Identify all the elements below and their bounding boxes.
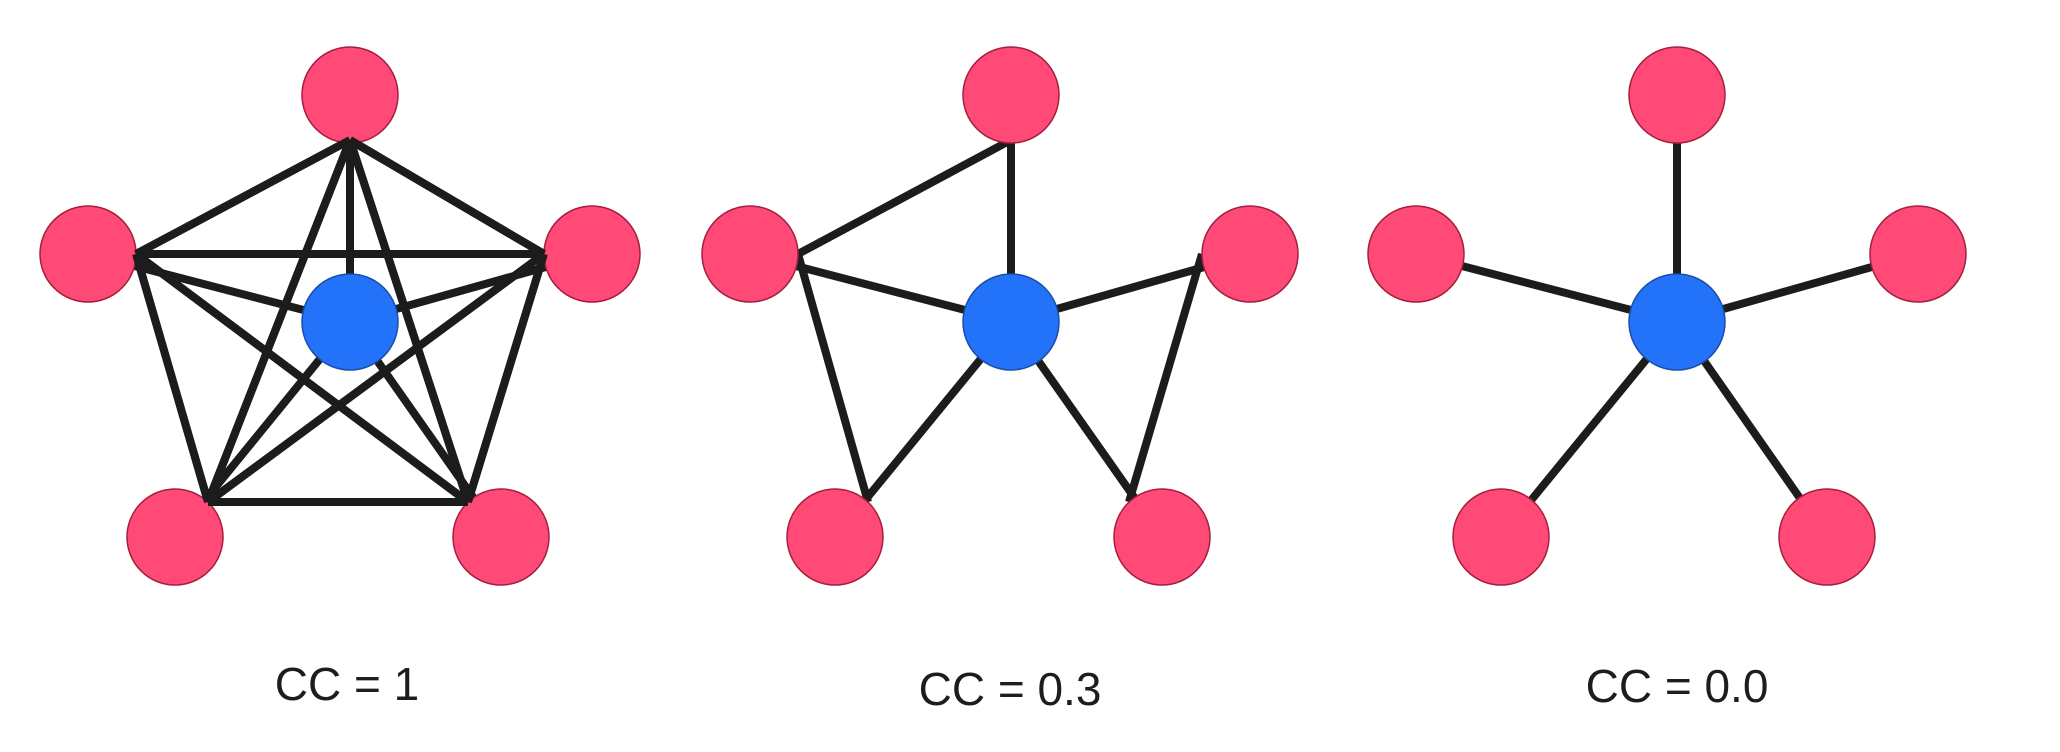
bottom-left-node	[1452, 488, 1550, 586]
panel-star-graph: CC = 0.0	[1367, 46, 1967, 712]
left-node	[39, 205, 137, 303]
edge-center-node-to-left-node	[1461, 262, 1632, 314]
left-node	[701, 205, 799, 303]
edge-right-node-to-bottom-right-node	[1125, 252, 1206, 504]
bottom-left-node	[126, 488, 224, 586]
panel-complete-graph: CC = 1	[39, 46, 641, 710]
center-node	[962, 273, 1060, 371]
bottom-left-node	[786, 488, 884, 586]
right-node	[1869, 205, 1967, 303]
caption-cc-0-0: CC = 0.0	[1586, 660, 1769, 712]
edge-center-node-to-bottom-right-node	[1701, 359, 1803, 500]
edge-center-node-to-bottom-left-node	[202, 356, 323, 503]
edge-right-node-to-bottom-right-node	[464, 252, 548, 504]
edge-top-node-to-bottom-left-node	[204, 138, 354, 504]
edge-center-node-to-bottom-right-node	[1035, 358, 1138, 501]
edge-center-node-to-left-node	[795, 262, 966, 314]
edge-left-node-to-bottom-left-node	[132, 252, 212, 504]
center-node	[1628, 273, 1726, 371]
top-node	[962, 46, 1060, 144]
edge-center-node-to-bottom-left-node	[1528, 356, 1650, 503]
top-node	[301, 46, 399, 144]
edge-center-node-to-right-node	[1056, 263, 1205, 313]
panel-partial-graph: CC = 0.3	[701, 46, 1299, 715]
right-node	[543, 205, 641, 303]
edge-center-node-to-right-node	[1722, 263, 1873, 313]
left-node	[1367, 205, 1465, 303]
edge-top-node-to-bottom-right-node	[346, 138, 472, 504]
bottom-right-node	[452, 488, 550, 586]
center-node	[301, 273, 399, 371]
caption-cc-0-3: CC = 0.3	[919, 663, 1102, 715]
edge-top-node-to-left-node	[134, 136, 352, 258]
right-node	[1201, 205, 1299, 303]
caption-cc-1: CC = 1	[275, 658, 419, 710]
edge-center-node-to-bottom-left-node	[862, 356, 984, 503]
bottom-right-node	[1113, 488, 1211, 586]
top-node	[1628, 46, 1726, 144]
edge-top-node-to-right-node	[347, 136, 547, 258]
bottom-right-node	[1778, 488, 1876, 586]
edge-right-node-to-bottom-left-node	[205, 250, 547, 506]
edge-left-node-to-bottom-right-node	[133, 250, 471, 506]
edges-overlay	[132, 136, 548, 506]
edge-top-node-to-left-node	[796, 136, 1013, 258]
edge-left-node-to-bottom-left-node	[794, 252, 872, 504]
